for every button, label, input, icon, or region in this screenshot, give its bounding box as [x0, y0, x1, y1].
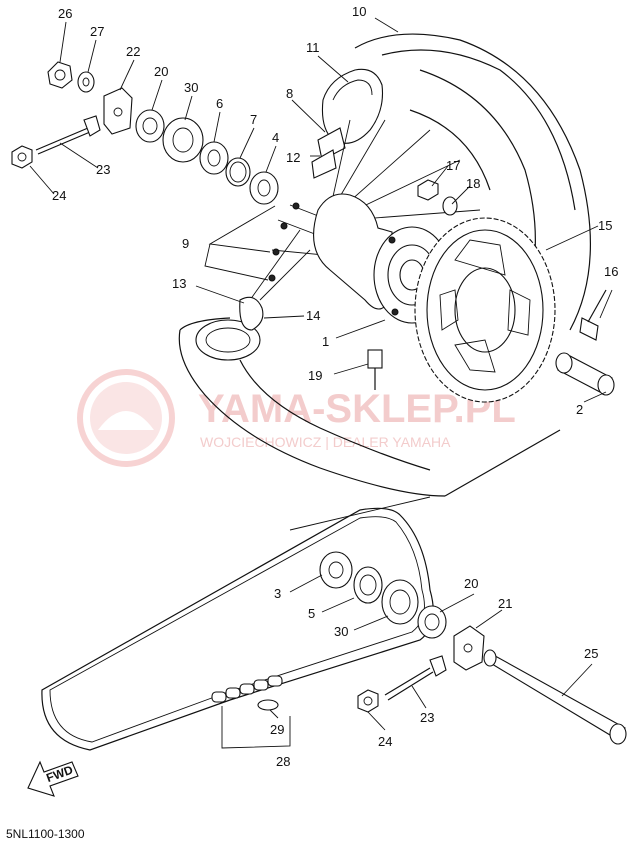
- part-label-30: 30: [184, 80, 198, 95]
- forward-arrow-icon: FWD: [27, 760, 79, 797]
- tire-drawing: [178, 33, 591, 497]
- chain-drawing: [41, 507, 434, 751]
- rim-hole-drawing: [195, 296, 264, 361]
- part-label-24b: 24: [378, 734, 392, 749]
- tube-rim-band-drawing: [311, 68, 384, 179]
- part-label-20: 20: [154, 64, 168, 79]
- part-label-14: 14: [306, 308, 320, 323]
- part-label-23: 23: [96, 162, 110, 177]
- part-label-25: 25: [584, 646, 598, 661]
- part-labels: 26 27 22 20 30 6 7 4 8 11 10 12 23 24 17…: [52, 4, 618, 769]
- collar-drawing: [555, 352, 615, 396]
- part-label-13: 13: [172, 276, 186, 291]
- part-label-20b: 20: [464, 576, 478, 591]
- part-label-6: 6: [216, 96, 223, 111]
- chain-link-icon: [211, 675, 283, 711]
- part-label-22: 22: [126, 44, 140, 59]
- part-label-2: 2: [576, 402, 583, 417]
- diagram-code: 5NL1100-1300: [6, 827, 85, 841]
- part-label-10: 10: [352, 4, 366, 19]
- part-label-8: 8: [286, 86, 293, 101]
- part-label-12: 12: [286, 150, 300, 165]
- left-hardware-drawing: [11, 61, 607, 390]
- watermark-logo-icon: [77, 369, 175, 467]
- part-label-21: 21: [498, 596, 512, 611]
- part-label-29: 29: [270, 722, 284, 737]
- sprocket-drawing: [414, 217, 556, 403]
- part-label-16: 16: [604, 264, 618, 279]
- part-label-7: 7: [250, 112, 257, 127]
- part-label-24: 24: [52, 188, 66, 203]
- part-label-28: 28: [276, 754, 290, 769]
- part-label-4: 4: [272, 130, 279, 145]
- part-label-11: 11: [306, 40, 320, 55]
- lower-hardware-drawing: [289, 496, 627, 745]
- part-label-3: 3: [274, 586, 281, 601]
- watermark-line2: WOJCIECHOWICZ | DEALER YAMAHA: [200, 434, 451, 450]
- part-label-26: 26: [58, 6, 72, 21]
- part-label-30b: 30: [334, 624, 348, 639]
- watermark: YAMA-SKLEP.PL WOJCIECHOWICZ | DEALER YAM…: [77, 369, 516, 467]
- leader-lines: [29, 17, 613, 749]
- part-label-17: 17: [446, 158, 460, 173]
- part-label-27: 27: [90, 24, 104, 39]
- part-label-18: 18: [466, 176, 480, 191]
- part-label-23b: 23: [420, 710, 434, 725]
- part-label-5: 5: [308, 606, 315, 621]
- part-label-9: 9: [182, 236, 189, 251]
- part-label-15: 15: [598, 218, 612, 233]
- part-label-19: 19: [308, 368, 322, 383]
- part-label-1: 1: [322, 334, 329, 349]
